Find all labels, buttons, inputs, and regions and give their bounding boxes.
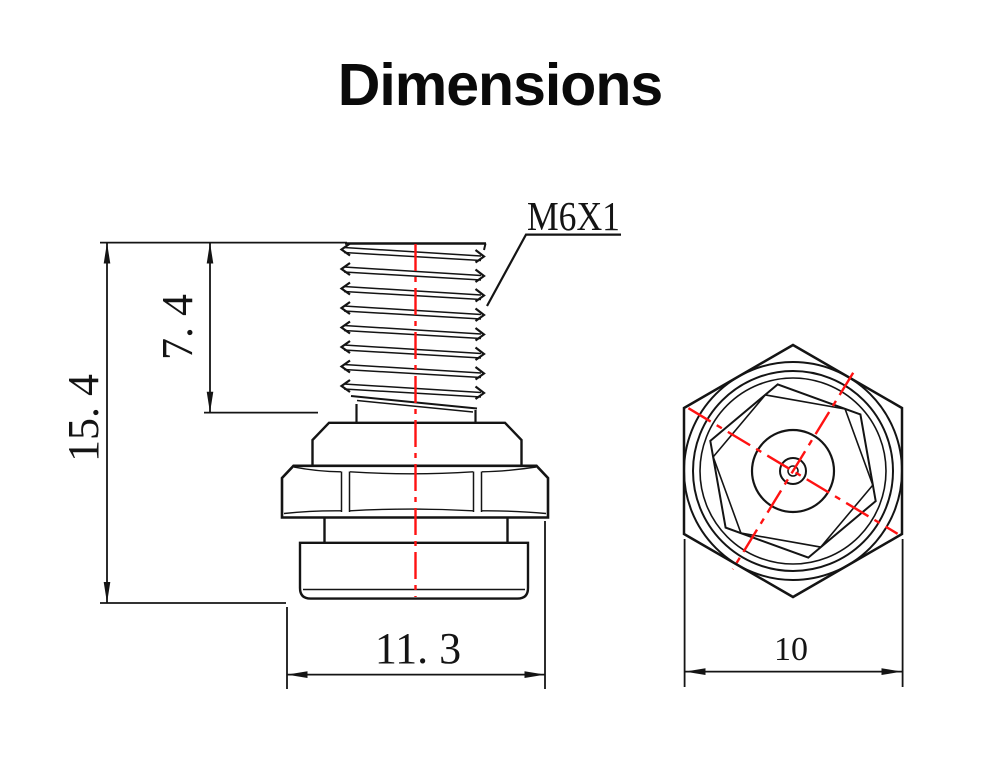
dim-label-hex-width: 10	[774, 631, 808, 668]
side-view	[280, 242, 550, 600]
arrowhead-left	[685, 668, 706, 675]
thread-label: M6X1	[527, 193, 620, 239]
arrowhead-down	[206, 391, 214, 413]
vent-hole-circle	[779, 457, 807, 485]
leader-line	[486, 233, 621, 307]
thread-turn	[340, 378, 486, 401]
base-cap	[298, 541, 530, 600]
shoulder-outline	[311, 421, 523, 465]
arrowhead-right	[881, 668, 902, 675]
top-view: 10	[682, 343, 904, 687]
thread-turn	[340, 242, 486, 264]
hexagon-outline	[682, 343, 904, 599]
thread-turn	[340, 261, 486, 284]
thread-turn	[340, 281, 486, 303]
outer-circle	[683, 361, 903, 581]
boss-circle	[750, 428, 836, 514]
thread-turn	[340, 300, 486, 323]
arrowhead-right	[524, 671, 545, 678]
thread-callout: M6X1	[486, 193, 621, 307]
chamfer-circle	[692, 370, 894, 572]
thread-turn	[340, 339, 486, 362]
center-hole-circle	[787, 465, 799, 477]
dimensions: 15. 4 7. 4 11. 3 M6X1	[59, 193, 621, 689]
dimension-hex-width: 10	[683, 539, 904, 687]
inner-hexagon	[709, 383, 877, 559]
hex-nut-outline	[280, 464, 550, 519]
base-cap-outline	[298, 541, 530, 600]
thread-turn	[340, 359, 486, 381]
dim-label-base-width: 11. 3	[375, 624, 461, 673]
inner-hexagon-chamfer	[712, 394, 874, 548]
ring-section	[323, 517, 509, 542]
arrowhead-up	[103, 242, 111, 264]
arrowhead-left	[287, 671, 308, 678]
center-crosshair	[687, 372, 899, 570]
dim-label-thread-length: 7. 4	[153, 294, 202, 360]
dimension-total-height: 15. 4	[59, 241, 347, 604]
dim-label-total-height: 15. 4	[59, 374, 108, 462]
arrowhead-up	[206, 242, 214, 264]
dimension-thread-length: 7. 4	[153, 242, 318, 414]
dimension-base-width: 11. 3	[286, 521, 546, 689]
hex-nut-section	[280, 464, 550, 519]
page-title: Dimensions	[337, 52, 663, 118]
thread-section	[340, 242, 487, 422]
arrowhead-down	[103, 582, 111, 603]
inner-rim-circle	[699, 377, 887, 565]
thread-turn	[340, 320, 486, 342]
